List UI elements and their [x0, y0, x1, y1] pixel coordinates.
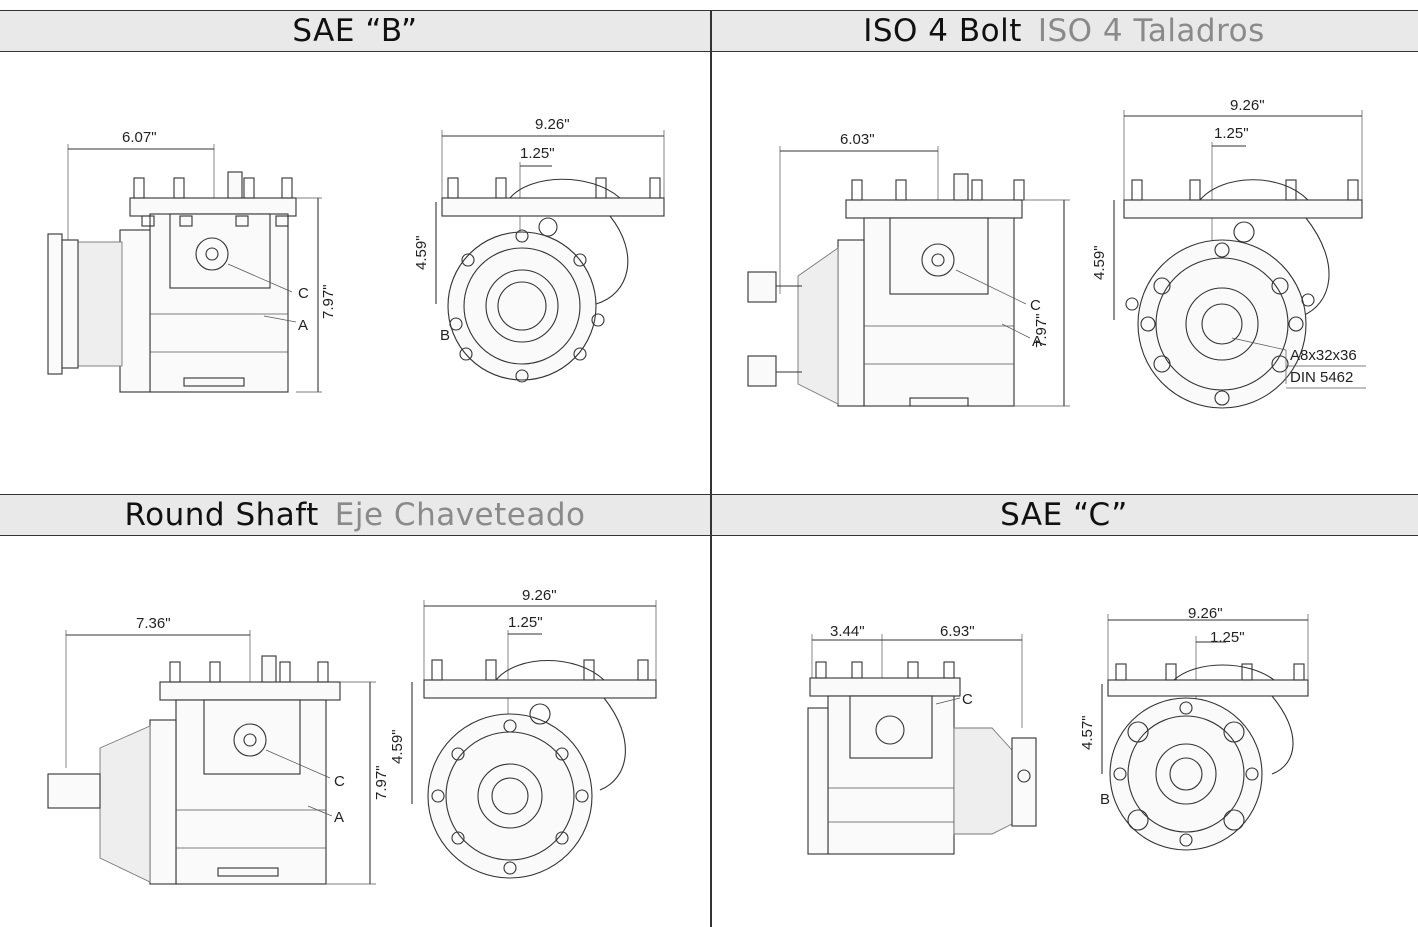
drawing-iso-4-bolt: 6.03" 7.97" C A 9.26" 1.25" 4.5: [712, 54, 1418, 492]
panel-header-sae-c: SAE “C”: [710, 494, 1418, 536]
side-view: [807, 661, 1037, 855]
dim-front-width: 9.26": [522, 587, 557, 604]
front-view: [1123, 179, 1363, 409]
label-c: C: [334, 773, 345, 790]
dim-side-height: 7.97": [320, 284, 337, 319]
dim-front-offset: 1.25": [508, 614, 543, 631]
dimension-line: [65, 630, 251, 768]
front-view: [1107, 663, 1309, 851]
panel-title: ISO 4 Bolt: [863, 13, 1022, 49]
dim-front-width: 9.26": [1230, 97, 1265, 114]
dim-side-height: 7.97": [373, 765, 390, 800]
label-a: A: [298, 317, 308, 334]
drawing-sae-c: 3.44" 6.93" C 9.26" 1.25" 4.57": [712, 538, 1418, 927]
dim-front-offset: 1.25": [1210, 629, 1245, 646]
dimension-line: [435, 130, 665, 304]
label-c: C: [1030, 297, 1041, 314]
label-b: B: [1100, 791, 1110, 808]
dim-side-width-b: 6.93": [940, 623, 975, 640]
dim-side-width: 6.03": [840, 131, 875, 148]
label-spline: A8x32x36: [1290, 347, 1357, 364]
dim-front-width: 9.26": [535, 116, 570, 133]
panel-subtitle: ISO 4 Taladros: [1037, 13, 1265, 49]
dim-side-width: 7.36": [136, 615, 171, 632]
dim-front-height: 4.59": [389, 729, 406, 764]
dim-front-width: 9.26": [1188, 605, 1223, 622]
sae-b-drawing-svg: 6.07" 7.97" C A 9.26": [47, 116, 665, 393]
dim-front-height: 4.57": [1079, 715, 1096, 750]
iso-4-bolt-drawing-svg: 6.03" 7.97" C A 9.26" 1.25" 4.5: [747, 97, 1366, 409]
drawing-round-shaft: 7.36" 7.97" C A 9.26" 1.25" 4.59": [0, 538, 709, 927]
front-view: [441, 177, 665, 383]
dim-front-offset: 1.25": [520, 145, 555, 162]
dim-side-width: 6.07": [122, 129, 157, 146]
dim-front-offset: 1.25": [1214, 125, 1249, 142]
panel-title: SAE “C”: [1000, 497, 1128, 533]
dim-side-width-a: 3.44": [830, 623, 865, 640]
panel-header-sae-b: SAE “B”: [0, 10, 710, 52]
label-c: C: [298, 285, 309, 302]
label-b: B: [440, 327, 450, 344]
dim-front-height: 4.59": [413, 235, 430, 270]
drawing-sae-b: 6.07" 7.97" C A 9.26": [0, 54, 709, 492]
panel-header-round-shaft: Round Shaft Eje Chaveteado: [0, 494, 710, 536]
panel-title: Round Shaft: [124, 497, 319, 533]
side-view: [747, 173, 1025, 407]
column-divider: [710, 10, 712, 927]
sae-c-drawing-svg: 3.44" 6.93" C 9.26" 1.25" 4.57": [807, 605, 1309, 855]
panel-subtitle: Eje Chaveteado: [334, 497, 586, 533]
label-c: C: [962, 691, 973, 708]
side-view: [47, 655, 341, 885]
dimension-line: [411, 600, 657, 804]
label-din: DIN 5462: [1290, 369, 1353, 386]
front-view: [423, 659, 657, 879]
dim-front-height: 4.59": [1091, 245, 1108, 280]
label-a: A: [1032, 333, 1042, 350]
dimension-line: [811, 634, 1023, 728]
dim-side-height: 7.97": [1033, 313, 1050, 348]
panel-header-iso-4-bolt: ISO 4 Bolt ISO 4 Taladros: [710, 10, 1418, 52]
panel-title: SAE “B”: [292, 13, 418, 49]
dimension-line: [779, 146, 939, 294]
round-shaft-drawing-svg: 7.36" 7.97" C A 9.26" 1.25" 4.59": [47, 587, 657, 885]
label-a: A: [334, 809, 344, 826]
side-view: [47, 171, 297, 393]
dimension-line: [1113, 110, 1363, 320]
